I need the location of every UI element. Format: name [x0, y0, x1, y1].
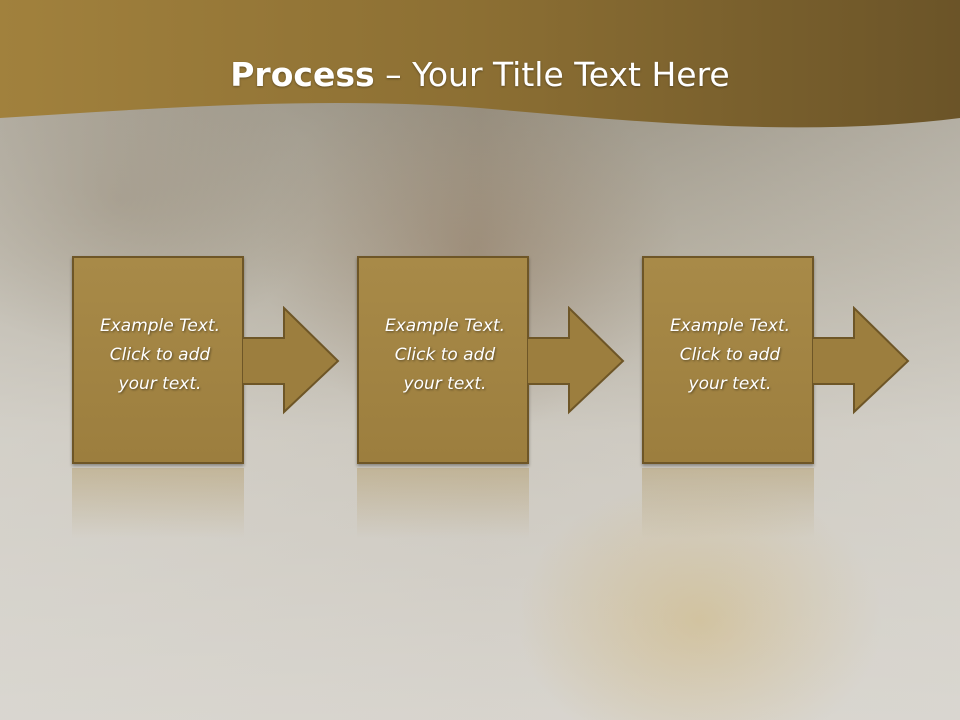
step-2-arrow-icon: [527, 306, 625, 415]
slide-title[interactable]: Process – Your Title Text Here: [0, 55, 960, 95]
title-bold-text: Process: [230, 55, 375, 94]
step-2-reflection: [357, 468, 529, 538]
step-2-text[interactable]: Example Text. Click to add your text.: [384, 316, 506, 394]
step-3-box[interactable]: Example Text. Click to add your text.: [642, 256, 814, 464]
process-step-2: Example Text. Click to add your text.: [357, 256, 627, 468]
process-step-3: Example Text. Click to add your text.: [642, 256, 912, 468]
step-3-reflection: [642, 468, 814, 538]
step-2-box[interactable]: Example Text. Click to add your text.: [357, 256, 529, 464]
process-step-1: Example Text. Click to add your text.: [72, 256, 342, 468]
step-1-arrow-icon: [242, 306, 340, 415]
step-1-box[interactable]: Example Text. Click to add your text.: [72, 256, 244, 464]
title-rest-text: – Your Title Text Here: [374, 55, 730, 94]
step-1-reflection: [72, 468, 244, 538]
step-1-text[interactable]: Example Text. Click to add your text.: [99, 316, 221, 394]
title-banner: [0, 0, 960, 128]
step-3-text[interactable]: Example Text. Click to add your text.: [669, 316, 791, 394]
step-3-arrow-icon: [812, 306, 910, 415]
